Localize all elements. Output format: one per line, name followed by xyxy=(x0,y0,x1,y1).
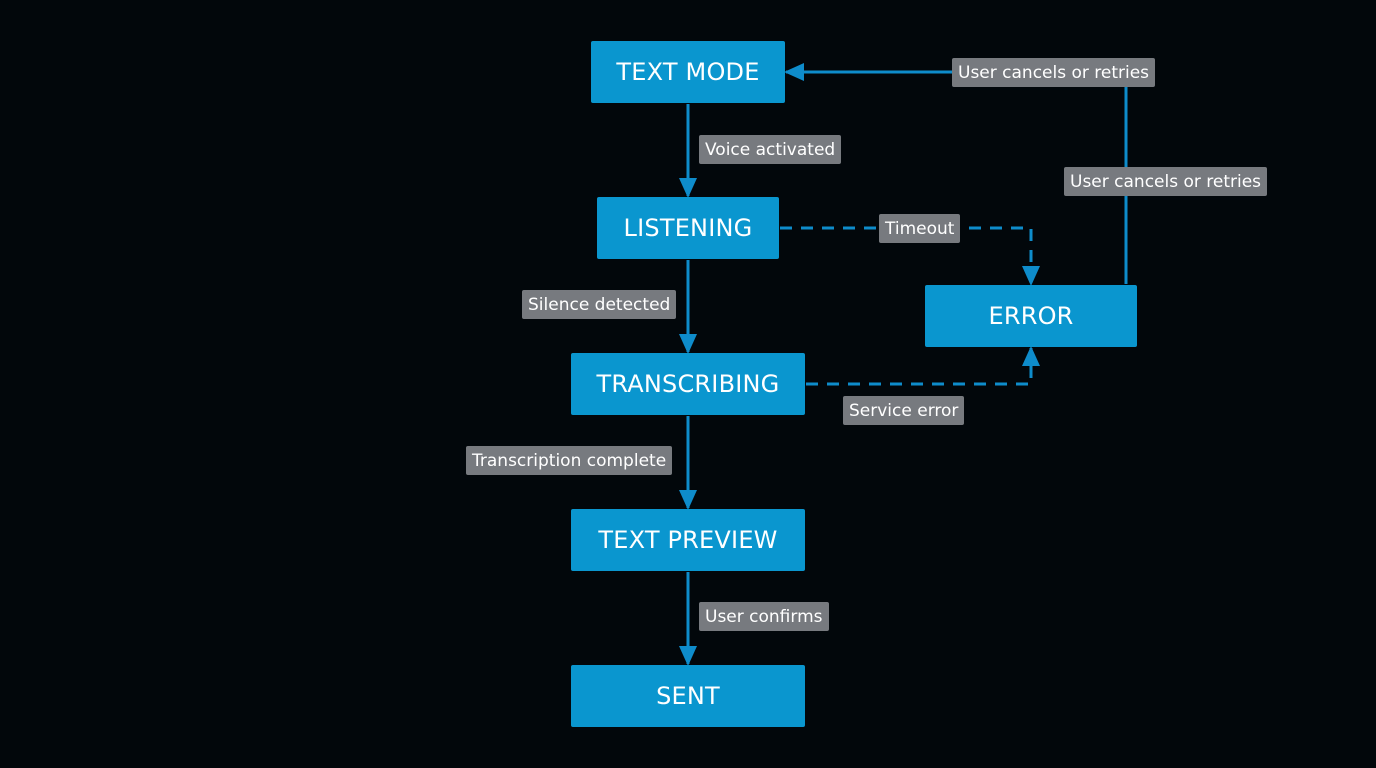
edge-label-user-confirms: User confirms xyxy=(699,602,829,631)
node-transcribing: TRANSCRIBING xyxy=(571,353,805,415)
edge-label-timeout: Timeout xyxy=(879,214,961,243)
edge-label-service-error: Service error xyxy=(843,396,965,425)
edge-label-user-cancels-retries-top: User cancels or retries xyxy=(952,58,1156,87)
node-sent: SENT xyxy=(571,665,805,727)
node-text-preview: TEXT PREVIEW xyxy=(571,509,805,571)
edge-label-transcription-complete: Transcription complete xyxy=(466,446,673,475)
node-text-mode: TEXT MODE xyxy=(591,41,785,103)
edge-service-error xyxy=(806,346,1040,386)
edge-label-voice-activated: Voice activated xyxy=(699,135,842,164)
node-listening: LISTENING xyxy=(597,197,779,259)
node-error: ERROR xyxy=(925,285,1137,347)
edge-label-user-cancels-retries-side: User cancels or retries xyxy=(1064,167,1268,196)
edge-label-silence-detected: Silence detected xyxy=(522,290,677,319)
